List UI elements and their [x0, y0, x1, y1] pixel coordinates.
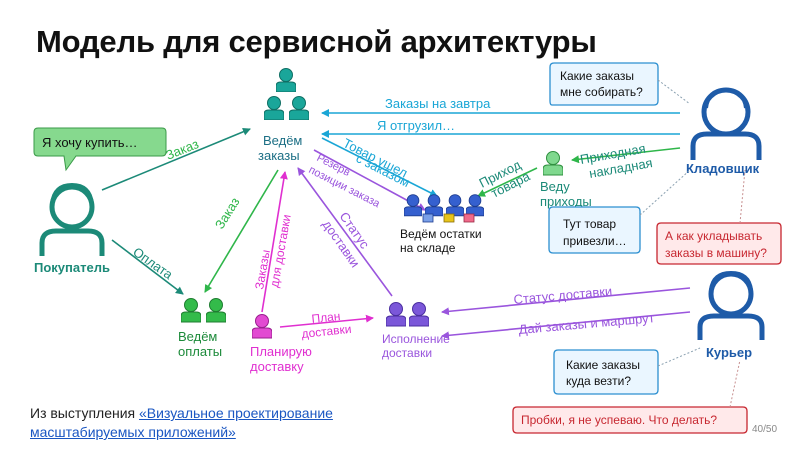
arrow-give-orders-route: [441, 311, 691, 340]
stock-box-icon: [422, 213, 434, 223]
plan-delivery-service-icon: [252, 313, 272, 339]
arrow-buyer-to-payments: [111, 239, 184, 295]
label-tomorrow-orders: Заказы на завтра: [385, 96, 491, 111]
where-to-go-bubble: Какие заказы куда везти?: [553, 347, 701, 395]
storekeeper-icon: [690, 87, 762, 160]
payments-service-icon: [181, 297, 226, 323]
orders-service-label-2: заказы: [258, 148, 300, 163]
arrow-reserve: [313, 149, 426, 211]
traffic-text: Пробки, я не успеваю. Что делать?: [521, 413, 717, 427]
payments-service-label-2: оплаты: [178, 344, 222, 359]
traffic-bubble: Пробки, я не успеваю. Что делать?: [512, 359, 748, 434]
stock-box-icon: [463, 213, 475, 223]
footer-citation: Из выступления «Визуальное проектировани…: [30, 404, 333, 442]
label-order-to-payment: Заказ: [212, 195, 243, 232]
arrow-goods-left: [321, 137, 438, 197]
storekeeper-label: Кладовщик: [686, 161, 760, 176]
arrow-orders-for-delivery: [261, 171, 288, 313]
slide-title: Модель для сервисной архитектуры: [36, 24, 597, 59]
how-to-pack-bubble: А как укладывать заказы в машину?: [656, 169, 782, 265]
buyer-label: Покупатель: [34, 260, 110, 275]
page-number: 40/50: [752, 424, 778, 435]
plan-delivery-service-label-1: Планирую: [250, 344, 312, 359]
arrow-buyer-to-orders: [101, 127, 251, 191]
talk-link-line2[interactable]: масштабируемых приложений»: [30, 424, 236, 440]
goods-arrived-text-1: Тут товар: [563, 217, 616, 231]
goods-arrived-text-2: привезли…: [563, 234, 627, 248]
receipts-service-label-1: Веду: [540, 179, 570, 194]
how-to-pack-text-2: заказы в машину?: [665, 246, 767, 260]
label-order: Заказ: [164, 136, 201, 163]
stock-service-label-2: на складе: [400, 241, 456, 255]
label-give-orders-route: Дай заказы и маршрут: [518, 310, 655, 337]
label-delivery-plan-2: доставки: [301, 322, 352, 341]
label-courier-status: Статус доставки: [513, 283, 613, 307]
courier-label: Курьер: [706, 345, 752, 360]
orders-service-icon: [264, 68, 309, 120]
where-to-go-text-2: куда везти?: [566, 374, 631, 388]
payments-service-label-1: Ведём: [178, 329, 217, 344]
arrow-arrival: [477, 167, 538, 197]
arrow-delivery-plan: [279, 314, 374, 328]
goods-arrived-bubble: Тут товар привезли…: [548, 169, 691, 254]
plan-delivery-service-label-2: доставку: [250, 359, 304, 374]
receipts-service-label-2: приходы: [540, 194, 592, 209]
delivery-service-label-2: доставки: [382, 346, 432, 360]
label-payment: Оплата: [130, 244, 176, 282]
arrow-delivery-status-up: [297, 167, 393, 297]
arrow-incoming-invoice: [571, 147, 681, 164]
footer-prefix: Из выступления: [30, 405, 139, 421]
talk-link-line1[interactable]: «Визуальное проектирование: [139, 405, 333, 421]
where-to-go-text-1: Какие заказы: [566, 358, 640, 372]
label-orders-for-delivery-1: Заказы: [252, 249, 273, 291]
which-orders-bubble: Какие заказы мне собирать?: [549, 62, 691, 106]
buyer-speech-text: Я хочу купить…: [42, 135, 138, 150]
stock-service-label-1: Ведём остатки: [400, 227, 482, 241]
delivery-service-label-1: Исполнение: [382, 332, 450, 346]
label-delivery-plan-1: План: [311, 309, 341, 326]
which-orders-text-2: мне собирать?: [560, 85, 643, 99]
stock-service-icon: [404, 194, 484, 217]
how-to-pack-text-1: А как укладывать: [665, 229, 762, 243]
delivery-service-icon: [386, 301, 429, 327]
stock-box-icon: [443, 213, 455, 223]
orders-service-label-1: Ведём: [263, 133, 302, 148]
buyer-speech-bubble: Я хочу купить…: [33, 127, 167, 172]
label-shipped: Я отгрузил…: [377, 118, 455, 133]
arrow-orders-to-payments: [204, 169, 279, 293]
buyer-icon: [39, 182, 105, 256]
receipts-service-icon: [543, 150, 563, 176]
which-orders-text-1: Какие заказы: [560, 69, 634, 83]
courier-icon: [697, 270, 765, 340]
arrow-courier-status: [441, 287, 691, 316]
